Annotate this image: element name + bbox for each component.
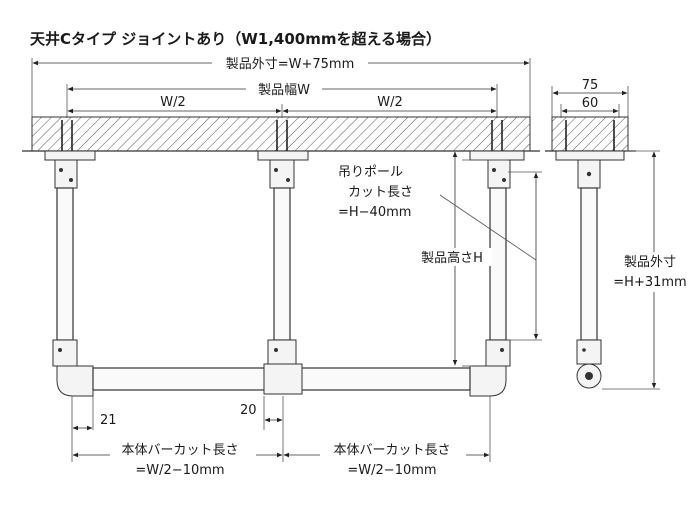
- hanging-pole-label-3: =H−40mm: [338, 205, 411, 220]
- bottom-bar: [56, 363, 507, 397]
- hanging-pole-dimension: 吊りポール カット長さ =H−40mm: [338, 165, 542, 341]
- dim-21-label: 21: [100, 413, 117, 428]
- bar-cut-left-label-1: 本体バーカット長さ: [121, 443, 238, 458]
- bar-cut-right-label-2: =W/2−10mm: [347, 463, 436, 478]
- bar-cut-right-label-1: 本体バーカット長さ: [333, 443, 450, 458]
- dim-20-label: 20: [240, 403, 257, 418]
- half-width-left-label: W/2: [160, 95, 186, 110]
- half-width-dimensions: W/2 W/2: [67, 95, 497, 118]
- bottom-dimensions: 21 20 本体バーカット長さ =W/2−10mm 本体バーカット長さ =W/2…: [71, 396, 491, 478]
- pole-center: [257, 120, 309, 367]
- side-overall-label-1: 製品外寸: [624, 255, 676, 270]
- product-width-dimension: 製品幅W: [66, 83, 498, 118]
- side-overall-label-2: =H+31mm: [613, 275, 686, 290]
- product-height-label: 製品高さH: [421, 250, 483, 266]
- side-60-label: 60: [582, 96, 599, 111]
- diagram-title: 天井Cタイプ ジョイントあり（W1,400mmを超える場合）: [30, 30, 441, 48]
- pole-left: [44, 120, 96, 367]
- overall-width-label: 製品外寸=W+75mm: [226, 57, 355, 72]
- product-height-dimension: 製品高さH: [412, 151, 508, 367]
- bar-cut-left-label-2: =W/2−10mm: [135, 463, 224, 478]
- product-width-label: 製品幅W: [258, 83, 310, 98]
- pole-right: [469, 120, 525, 367]
- overall-width-dimension: 製品外寸=W+75mm: [31, 57, 531, 118]
- half-width-right-label: W/2: [377, 95, 403, 110]
- hanging-pole-label-1: 吊りポール: [338, 165, 403, 180]
- ceiling-front: [22, 116, 540, 152]
- side-view: 75 60 製品外寸 =H+31mm: [545, 78, 692, 390]
- side-75-label: 75: [582, 78, 599, 93]
- hanging-pole-label-2: カット長さ: [348, 185, 413, 200]
